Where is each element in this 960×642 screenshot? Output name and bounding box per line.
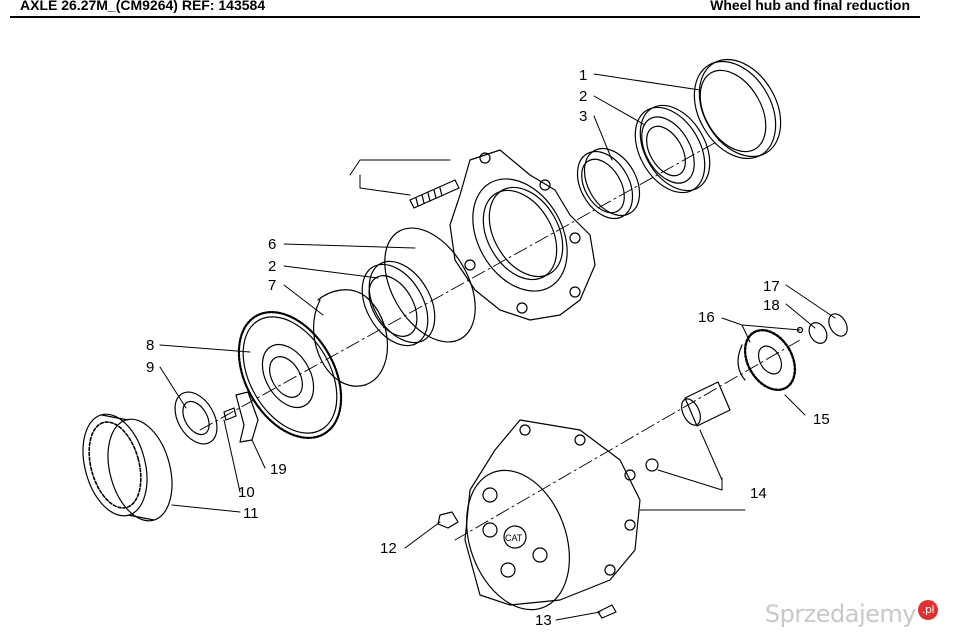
part-8-ring-gear-carrier	[237, 311, 343, 439]
part-18-washer	[808, 322, 828, 344]
wheel-studs	[409, 179, 460, 209]
center-axis-line	[199, 139, 801, 541]
callout-1: 1	[579, 67, 587, 84]
wheel-hub	[449, 149, 596, 321]
callout-6: 6	[268, 236, 276, 253]
part-11-internal-ring-gear	[82, 413, 173, 522]
part-15-pinion-gear	[743, 328, 797, 392]
page-header: AXLE 26.27M_(CM9264) REF: 143584 Wheel h…	[0, 0, 960, 18]
callout-13: 13	[535, 612, 552, 629]
section-title: Wheel hub and final reduction	[710, 0, 910, 13]
part-1-seal-ring	[693, 58, 782, 160]
watermark-text: Sprzedajemy	[764, 600, 917, 628]
planetary-housing: CAT	[464, 419, 641, 611]
part-7-snap-ring	[313, 289, 389, 387]
header-rule	[10, 16, 920, 18]
part-3-bearing-cup	[576, 147, 641, 220]
leader-lines	[159, 73, 836, 621]
part-2-bearing-outer	[634, 104, 711, 194]
part-17-circlip	[828, 313, 848, 337]
part-12-nut	[437, 511, 459, 529]
callout-19: 19	[270, 461, 287, 478]
callout-11: 11	[243, 505, 259, 522]
callout-14: 14	[750, 485, 767, 502]
part-9-lock-plate	[174, 391, 218, 445]
callout-15: 15	[813, 411, 830, 428]
axle-reference-title: AXLE 26.27M_(CM9264) REF: 143584	[20, 0, 266, 13]
callout-3: 3	[579, 108, 587, 125]
callout-12: 12	[380, 540, 397, 557]
callout-2-inner: 2	[268, 258, 276, 275]
callout-10: 10	[238, 484, 255, 501]
callout-9: 9	[146, 359, 154, 376]
callout-8: 8	[146, 337, 154, 354]
part-2-bearing-inner	[361, 260, 436, 347]
part-16-spring	[737, 326, 804, 381]
cat-marking: CAT	[505, 533, 523, 543]
watermark: Sprzedajemy.pl	[765, 600, 938, 628]
part-19-lock-tab	[235, 391, 259, 443]
callout-17: 17	[763, 278, 780, 295]
part-14-pin	[645, 381, 731, 472]
watermark-badge: .pl	[918, 600, 938, 620]
part-13-screw	[597, 604, 617, 619]
callout-16: 16	[698, 309, 715, 326]
part-10-bolt	[223, 407, 237, 421]
part-6-o-ring	[384, 227, 476, 343]
callout-2-outer: 2	[579, 88, 587, 105]
callout-7: 7	[268, 277, 276, 294]
callout-18: 18	[763, 297, 780, 314]
callout-labels: 1 2 3 6 2 7 8 9 10 11 12 13 14 15 16 17 …	[146, 67, 830, 629]
